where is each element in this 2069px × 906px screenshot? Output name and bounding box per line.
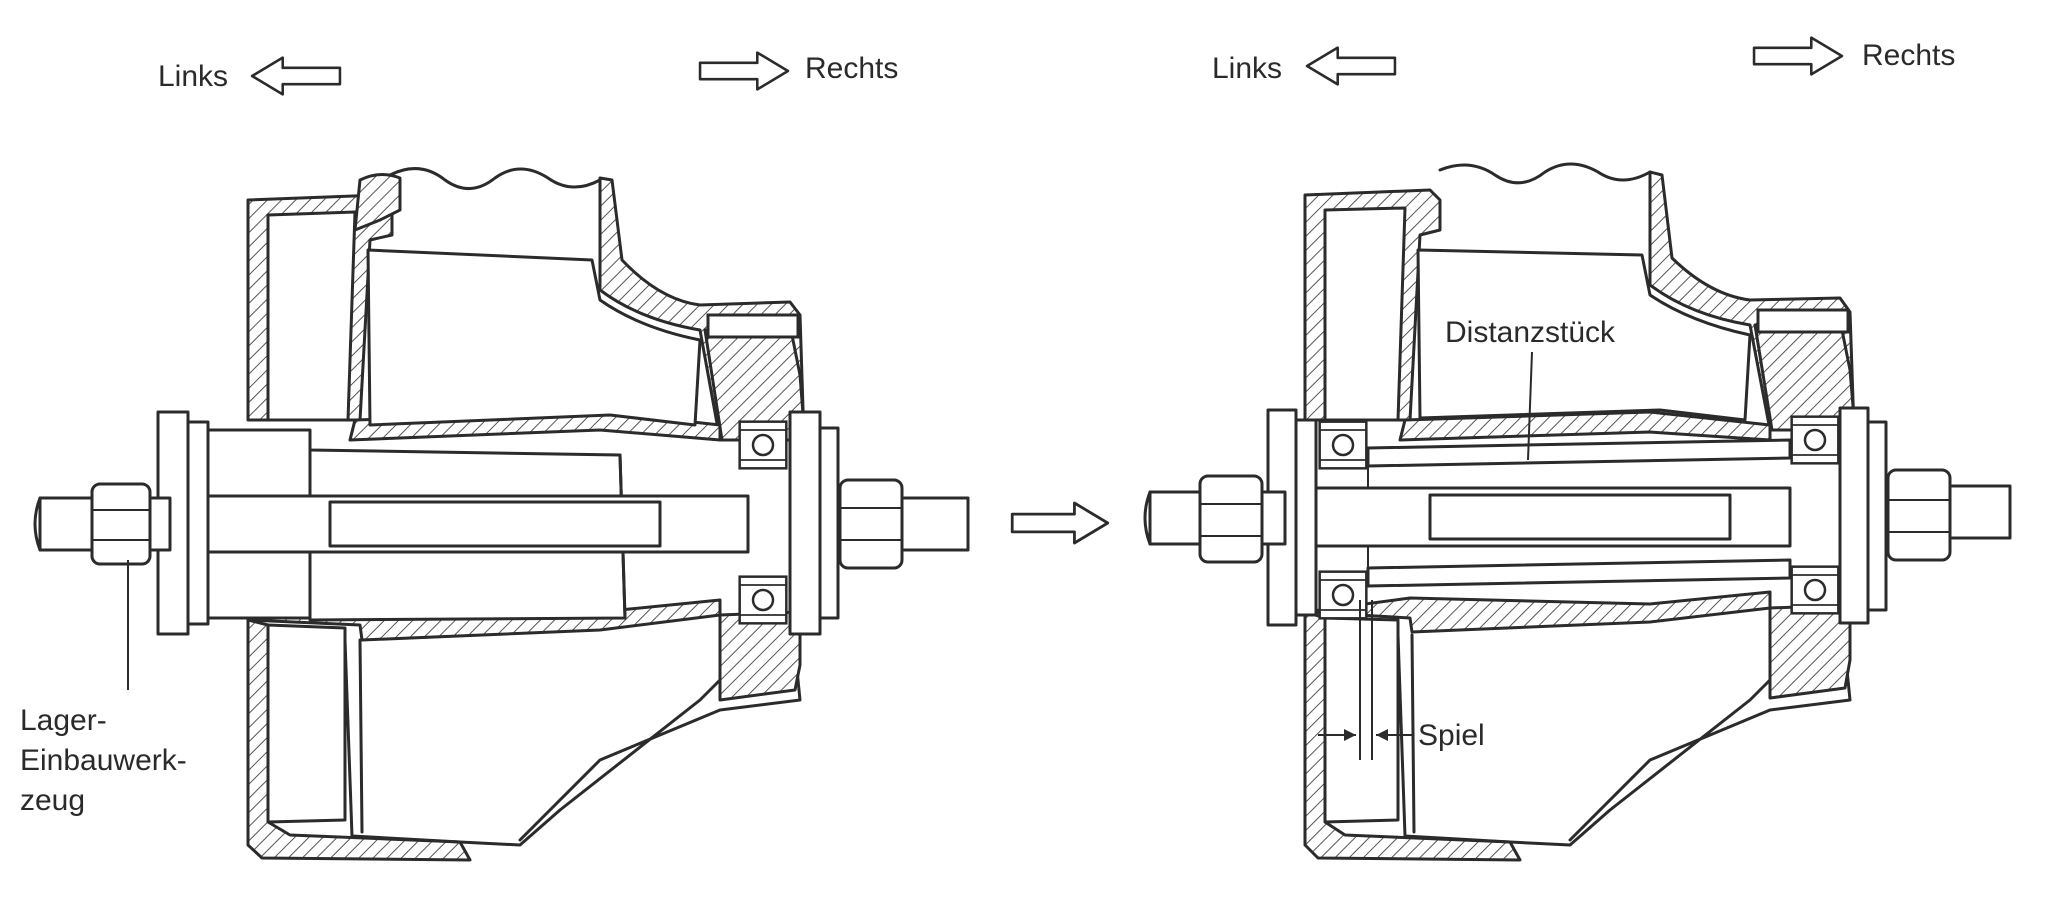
nut-right	[1886, 468, 1952, 562]
arrow-left-icon	[1305, 46, 1397, 86]
direction-label-right: Rechts	[1862, 39, 1955, 72]
panel-after: Distanzstück Spiel	[1143, 162, 2012, 862]
spacer-leader-line	[1527, 351, 1533, 461]
clearance-label: Spiel	[1418, 719, 1485, 752]
arrow-right-icon	[698, 51, 790, 91]
direction-label-left: Links	[1212, 52, 1282, 85]
tool-label-line-3: zeug	[20, 784, 85, 817]
direction-label-left: Links	[158, 60, 228, 93]
arrow-left-icon	[250, 56, 342, 96]
clearance-dimension	[1318, 600, 1412, 760]
distance-piece	[1366, 438, 1792, 588]
spacer-label: Distanzstück	[1445, 316, 1616, 349]
header-left-panel: Links Rechts	[158, 51, 898, 96]
housing-casting	[1303, 162, 1857, 862]
panel-before: Lager- Einbauwerk- zeug	[20, 167, 970, 862]
direction-label-right: Rechts	[805, 52, 898, 85]
nut-left	[90, 482, 152, 566]
tool-plate-right	[788, 410, 840, 636]
bearing-right	[1790, 415, 1840, 615]
arrow-right-icon	[1752, 36, 1844, 76]
tool-label-line-2: Einbauwerk-	[20, 744, 187, 777]
nut-right	[838, 478, 904, 570]
housing-casting	[246, 167, 807, 862]
tool-plate-right	[1838, 406, 1888, 625]
transition-arrow-icon	[1012, 503, 1108, 543]
tool-label-line-1: Lager-	[20, 704, 107, 737]
nut-left	[1198, 474, 1264, 564]
header-right-panel: Links Rechts	[1212, 36, 1955, 86]
